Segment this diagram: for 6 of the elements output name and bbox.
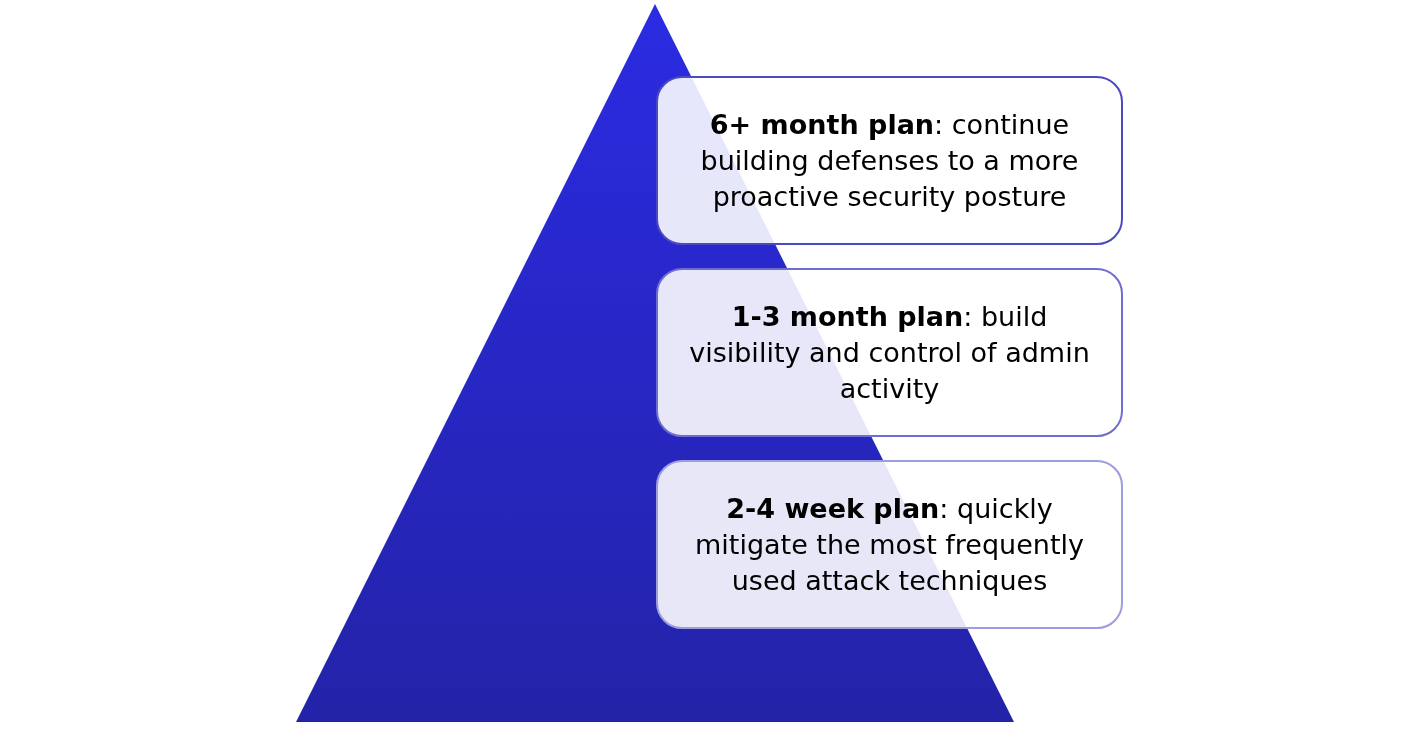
plan-box (656, 76, 1123, 245)
plan-box (656, 460, 1123, 629)
plan-text: 6+ month plan: continue building defenses to a more proactive security posture (699, 107, 1080, 214)
plan-text: 1-3 month plan: build visibility and control of admin activity (688, 299, 1091, 406)
plan-text: 2-4 week plan: quickly mitigate the most frequently used attack techniques (694, 491, 1085, 598)
plan-box (656, 268, 1123, 437)
